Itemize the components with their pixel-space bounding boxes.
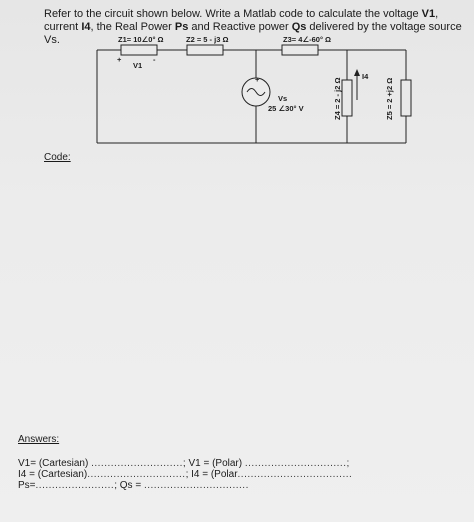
v1-polar-blank[interactable]: ...............................;	[244, 458, 350, 469]
z3-label: Z3= 4∠-60° Ω	[283, 35, 332, 44]
v1-plus: +	[117, 55, 122, 64]
v1-label: V1	[133, 61, 143, 70]
question-prefix: Refer to the circuit shown below. Write …	[44, 8, 422, 20]
i4-cartesian-blank[interactable]: ..............................	[87, 469, 186, 480]
v1-cartesian-blank[interactable]: ............................	[91, 458, 183, 469]
question-middle2: , the Real Power	[90, 21, 175, 33]
code-label: Code:	[44, 152, 71, 163]
answers-section: Answers: V1= (Cartesian) ...............…	[18, 434, 352, 491]
vs-plus: +	[255, 75, 260, 84]
z1-label: Z1= 10∠0° Ω	[118, 35, 164, 44]
answer-row-power: Ps=........................; Qs = ......…	[18, 480, 352, 491]
i4-label: I4	[362, 72, 369, 81]
z2-resistor	[186, 44, 224, 56]
question-v1: V1	[421, 8, 436, 20]
question-text: Refer to the circuit shown below. Write …	[44, 8, 464, 47]
i4-polar-blank[interactable]: ...................................	[237, 469, 353, 480]
z5-label: Z5 = 2 +j2 Ω	[385, 77, 394, 120]
vs-value: 25 ∠30° V	[268, 104, 304, 113]
i4-arrow-icon	[354, 69, 360, 76]
ps-blank[interactable]: ........................	[35, 480, 115, 491]
answers-heading: Answers:	[18, 434, 60, 445]
z4-label: Z4 = 2 - j2 Ω	[333, 77, 342, 121]
question-middle3: and Reactive power	[188, 21, 292, 33]
question-i4: I4	[81, 21, 91, 33]
i4-polar-label: ; I4 = (Polar	[185, 469, 238, 480]
v1-cartesian-label: V1= (Cartesian)	[18, 458, 92, 469]
z3-resistor	[281, 44, 319, 56]
z4-resistor	[341, 79, 353, 117]
i4-cartesian-label: I4 = (Cartesian)	[18, 469, 88, 480]
z5-resistor	[400, 79, 412, 117]
question-suffix: delivered by the voltage source Vs.	[44, 21, 462, 46]
question-qs: Qs	[291, 21, 307, 33]
qs-blank[interactable]: ................................	[143, 480, 249, 491]
sine-wave-icon	[246, 88, 266, 96]
v1-minus: -	[153, 55, 156, 64]
circuit-diagram	[96, 44, 412, 144]
question-ps: Ps	[174, 21, 189, 33]
z2-label: Z2 = 5 - j3 Ω	[186, 35, 229, 44]
question-middle1: , current	[44, 8, 439, 33]
z1-resistor	[120, 44, 158, 56]
qs-label: ; Qs =	[114, 480, 142, 491]
ps-label: Ps=	[18, 480, 36, 491]
vs-label: Vs	[278, 94, 288, 103]
answer-row-i4: I4 = (Cartesian)........................…	[18, 469, 352, 480]
answer-row-v1: V1= (Cartesian) ........................…	[18, 458, 352, 469]
v1-polar-label: ; V1 = (Polar)	[182, 458, 245, 469]
